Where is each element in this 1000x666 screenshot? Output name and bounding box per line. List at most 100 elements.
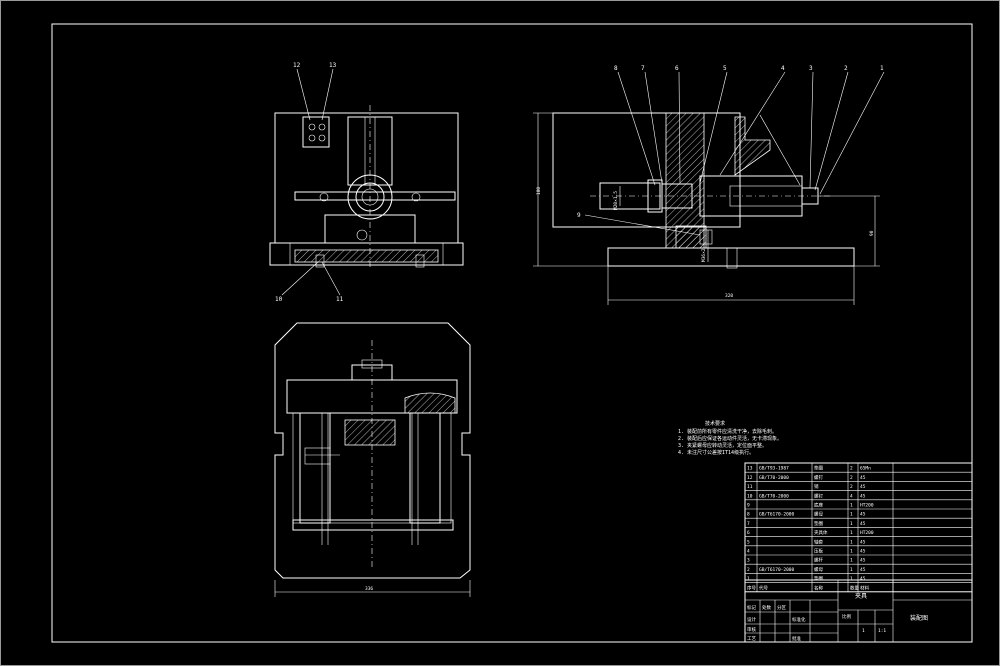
bom-cell-mat: 45 (860, 512, 866, 518)
bom-cell-name: 夹具体 (814, 529, 828, 536)
bom-cell-mat: 45 (860, 567, 866, 573)
callout-8: 8 (614, 65, 618, 72)
bom-cell-qty: 1 (850, 530, 853, 536)
callout-3: 3 (809, 65, 813, 72)
bom-cell-qty: 1 (850, 549, 853, 555)
bom-cell-no: 11 (747, 484, 753, 490)
bom-header-code: 代号 (759, 584, 768, 591)
bom-cell-name: 底座 (814, 502, 823, 509)
bom-cell-qty: 1 (850, 576, 853, 582)
callout-9: 9 (577, 212, 581, 219)
bom-cell-name: 轴套 (814, 538, 823, 545)
notes-title: 技术要求 (705, 420, 725, 427)
bom-cell-qty: 1 (850, 539, 853, 545)
callout-5: 5 (723, 65, 727, 72)
bom-cell-mat: 45 (860, 576, 866, 582)
bom-cell-code: GB/T70-2000 (759, 475, 789, 481)
callout-12: 12 (293, 62, 301, 69)
bom-cell-code: GB/T6170-2000 (759, 567, 795, 573)
bom-cell-qty: 1 (850, 558, 853, 564)
tb-label-standard: 标准化 (792, 616, 806, 623)
bom-cell-qty: 2 (850, 466, 853, 472)
drawing-number: 装配图 (910, 614, 928, 622)
bom-cell-mat: HT200 (860, 503, 874, 509)
note-1: 1. 装配前所有零件应清洗干净，去除毛刺。 (678, 428, 777, 435)
callout-7: 7 (641, 65, 645, 72)
bom-cell-name: 垫圈 (814, 465, 823, 472)
bom-cell-mat: HT200 (860, 530, 874, 536)
bom-cell-mat: 45 (860, 493, 866, 499)
dim-side-width: 320 (725, 293, 733, 299)
bom-cell-no: 1 (747, 576, 750, 582)
bom-cell-no: 8 (747, 512, 750, 518)
callout-10: 10 (275, 296, 283, 303)
tb-label-count: 处数 (762, 604, 771, 611)
callout-6: 6 (675, 65, 679, 72)
bom-header-no: 序号 (747, 584, 756, 591)
bom-cell-qty: 1 (850, 512, 853, 518)
bom-cell-no: 13 (747, 466, 753, 472)
callout-2: 2 (844, 65, 848, 72)
dim-thread-a: M20×1.5 (613, 191, 619, 210)
bom-cell-no: 2 (747, 567, 750, 573)
bom-cell-qty: 1 (850, 521, 853, 527)
bom-cell-no: 4 (747, 549, 750, 555)
title-block: 夹具 装配图 比例 1:1 1 标记 处数 分区 设计 审核 工艺 标准化 批准 (744, 579, 973, 643)
bom-cell-name: 垫圈 (814, 520, 823, 527)
tb-label-process: 工艺 (747, 636, 756, 642)
bom-cell-mat: 45 (860, 539, 866, 545)
plan-view (274, 322, 471, 579)
tb-label-mark: 标记 (747, 604, 756, 611)
callout-13: 13 (329, 62, 337, 69)
dim-right-height: 90 (869, 230, 875, 236)
bom-cell-no: 9 (747, 503, 750, 509)
bom-cell-mat: 45 (860, 484, 866, 490)
bom-cell-name: 螺钉 (814, 474, 823, 481)
bom-cell-mat: 45 (860, 521, 866, 527)
tb-label-zone: 分区 (777, 604, 786, 611)
note-4: 4. 未注尺寸公差按IT14级执行。 (678, 449, 754, 456)
inner-frame (51, 23, 973, 643)
tb-label-review: 审核 (747, 626, 756, 633)
callout-1: 1 (880, 65, 884, 72)
bom-cell-name: 压板 (814, 548, 823, 555)
side-section-view (552, 112, 855, 269)
note-3: 3. 夹紧螺母应转动灵活，定位面平整。 (678, 442, 767, 449)
front-callouts-top: 12 13 (293, 62, 337, 121)
bom-cell-mat: 45 (860, 549, 866, 555)
bom-cell-name: 螺母 (814, 566, 823, 573)
tb-label-design: 设计 (747, 616, 756, 623)
bom-cell-name: 销 (814, 483, 819, 490)
callout-4: 4 (781, 65, 785, 72)
bom-cell-name: 垫圈 (814, 575, 823, 582)
front-callouts-bottom: 10 11 (275, 261, 344, 303)
bom-cell-no: 10 (747, 493, 753, 499)
drawing-title: 夹具 (855, 592, 867, 600)
sheet-value: 1 (862, 628, 865, 634)
scale-label: 比例 (842, 613, 851, 620)
bom-cell-name: 螺杆 (814, 557, 823, 564)
bom-cell-no: 12 (747, 475, 753, 481)
bom-cell-qty: 1 (850, 567, 853, 573)
bom-cell-code: GB/T93-1987 (759, 466, 789, 472)
scale-value: 1:1 (878, 628, 886, 634)
bom-cell-code: GB/T6170-2000 (759, 512, 795, 518)
bom-cell-qty: 2 (850, 475, 853, 481)
bom-cell-qty: 4 (850, 493, 853, 499)
dim-plan-width: 336 (365, 586, 373, 592)
bom-cell-qty: 2 (850, 484, 853, 490)
bom-cell-no: 5 (747, 539, 750, 545)
note-2: 2. 装配后应保证各运动件灵活，无卡滞现象。 (678, 435, 782, 442)
bom-cell-qty: 1 (850, 503, 853, 509)
bom-cell-no: 7 (747, 521, 750, 527)
bom-cell-mat: 45 (860, 475, 866, 481)
dim-thread-b: M36×2 (701, 248, 707, 262)
plan-dimension: 336 (274, 580, 471, 597)
technical-notes: 技术要求 1. 装配前所有零件应清洗干净，去除毛刺。 2. 装配后应保证各运动件… (678, 420, 782, 456)
side-callouts: 8 7 6 5 4 3 2 1 9 (577, 65, 885, 236)
bom-header-name: 名称 (814, 584, 823, 591)
bom-cell-no: 6 (747, 530, 750, 536)
